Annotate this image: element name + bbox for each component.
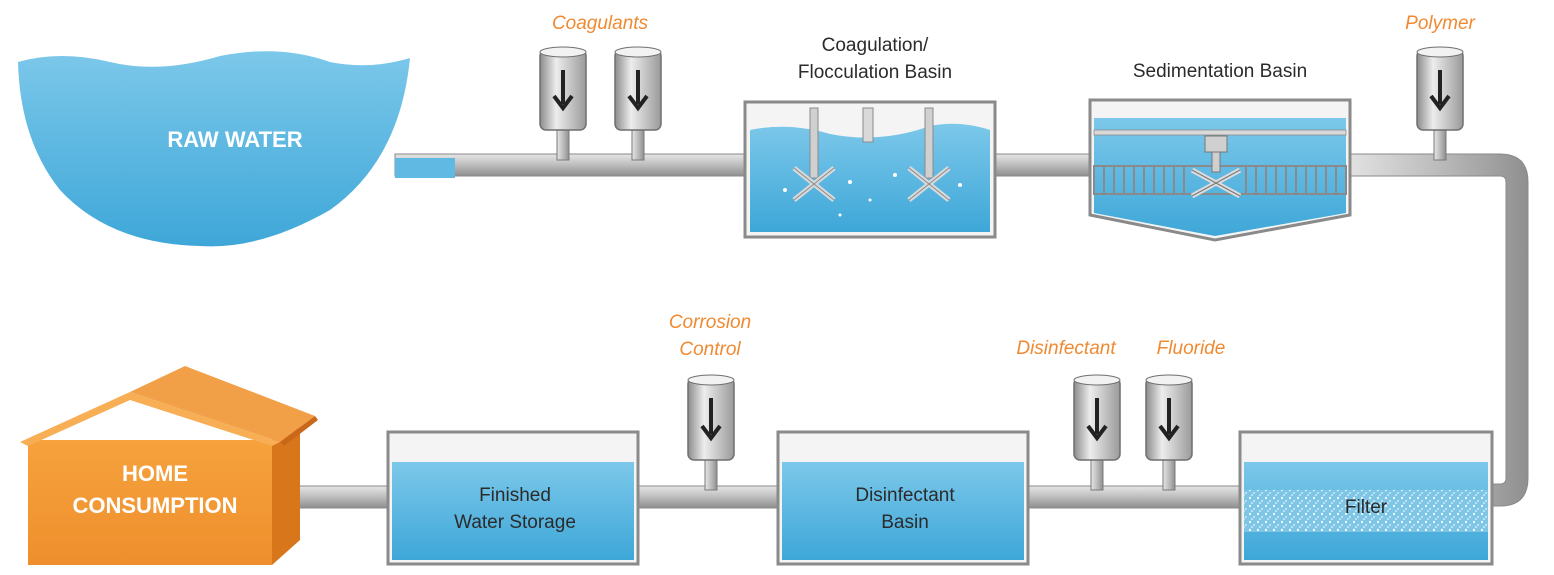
home-label-line1: HOME bbox=[122, 461, 188, 486]
sedimentation-basin-label: Sedimentation Basin bbox=[1132, 61, 1308, 82]
disinfectant-doser bbox=[1073, 374, 1121, 491]
polymer-label: Polymer bbox=[1405, 13, 1475, 34]
finished-water-storage bbox=[386, 430, 640, 566]
coagulant-doser-1 bbox=[539, 46, 587, 161]
corrosion-control-label-line2: Control bbox=[679, 339, 741, 360]
coagulation-basin-label-line2: Flocculation Basin bbox=[797, 62, 953, 83]
coagulation-basin-label-line1: Coagulation/ bbox=[821, 35, 929, 56]
raw-water-body bbox=[18, 51, 455, 247]
fluoride-label: Fluoride bbox=[1156, 338, 1226, 359]
storage-label-line2: Water Storage bbox=[454, 512, 576, 533]
filter-basin bbox=[1238, 430, 1494, 566]
disinfectant-basin bbox=[776, 430, 1030, 566]
coagulation-basin bbox=[743, 100, 997, 239]
storage-label-line1: Finished bbox=[479, 485, 551, 506]
coagulants-label: Coagulants bbox=[551, 13, 649, 34]
polymer-doser bbox=[1416, 46, 1464, 161]
home-label-line2: CONSUMPTION bbox=[72, 493, 238, 518]
home-consumption-label: HOME CONSUMPTION bbox=[50, 458, 260, 522]
disinfectant-basin-label-line2: Basin bbox=[881, 512, 929, 533]
coagulant-doser-2 bbox=[614, 46, 662, 161]
corrosion-control-doser bbox=[687, 374, 735, 491]
home-building bbox=[20, 366, 318, 565]
disinfectant-basin-label: Disinfectant Basin bbox=[810, 482, 1000, 536]
fluoride-doser bbox=[1145, 374, 1193, 491]
disinfectant-basin-label-line1: Disinfectant bbox=[855, 485, 955, 506]
filter-label: Filter bbox=[1344, 497, 1388, 518]
raw-water-label: RAW WATER bbox=[167, 127, 303, 152]
coagulation-basin-label: Coagulation/ Flocculation Basin bbox=[770, 32, 980, 86]
corrosion-control-label: Corrosion Control bbox=[640, 309, 780, 363]
disinfectant-chem-label: Disinfectant bbox=[1016, 338, 1116, 359]
finished-water-storage-label: Finished Water Storage bbox=[420, 482, 610, 536]
corrosion-control-label-line1: Corrosion bbox=[668, 312, 752, 333]
sedimentation-basin bbox=[1088, 98, 1352, 242]
